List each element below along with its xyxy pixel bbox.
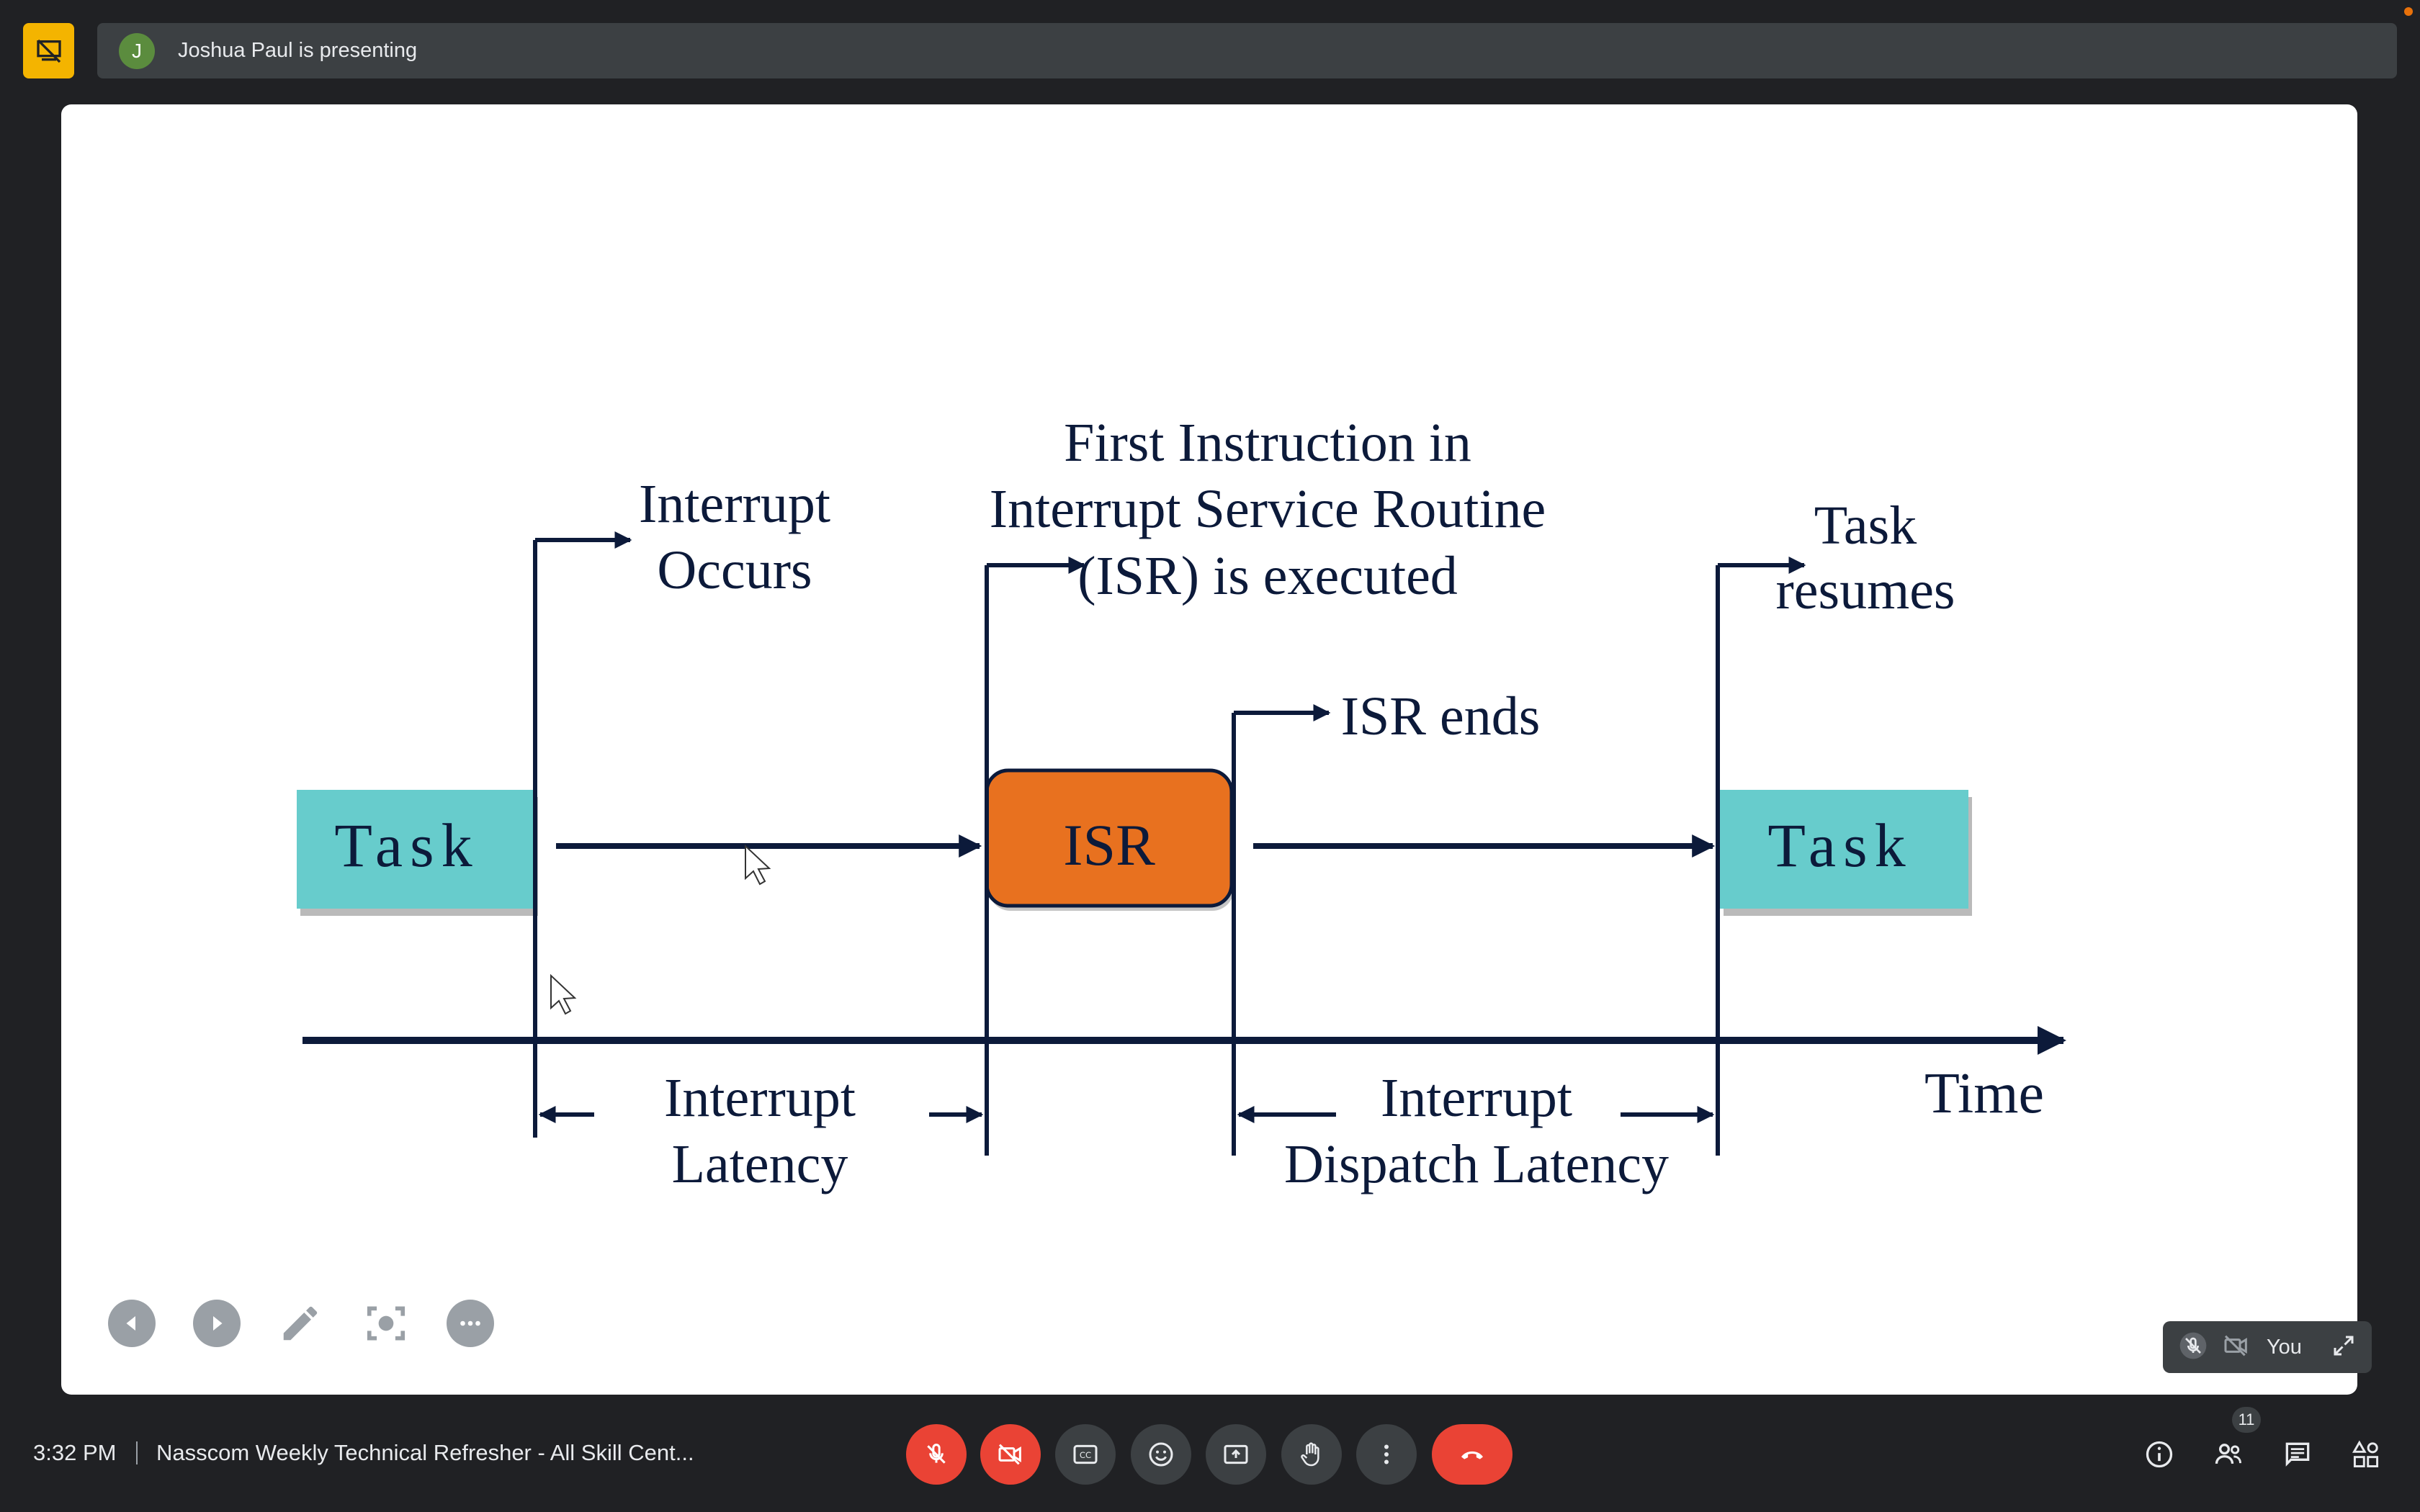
captions-button[interactable]: CC xyxy=(1055,1424,1116,1485)
present-screen-icon xyxy=(1224,1444,1248,1464)
presenter-avatar: J xyxy=(119,32,155,69)
interrupt-latency-label-2: Latency xyxy=(672,1134,848,1194)
first-instruction-label-3: (ISR) is executed xyxy=(1077,546,1458,606)
camera-off-icon xyxy=(2220,1331,2252,1364)
mouse-cursor-icon xyxy=(745,844,771,886)
closed-captions-icon: CC xyxy=(1073,1444,1098,1464)
expand-icon[interactable] xyxy=(2331,1333,2357,1362)
mic-off-icon xyxy=(2179,1331,2208,1364)
present-screen-button[interactable] xyxy=(1206,1424,1266,1485)
chat-icon xyxy=(2285,1442,2310,1467)
focus-icon xyxy=(367,1306,405,1341)
svg-text:CC: CC xyxy=(1080,1450,1091,1460)
mic-off-icon xyxy=(927,1444,946,1464)
camera-toggle-button[interactable] xyxy=(980,1424,1041,1485)
self-view-label: You xyxy=(2267,1335,2302,1359)
dispatch-latency-label-1: Interrupt xyxy=(1381,1068,1572,1128)
shared-slide: Task ISR Task Time Interrupt Occurs Firs… xyxy=(61,104,2357,1395)
pen-icon xyxy=(283,1306,318,1341)
end-call-icon xyxy=(1461,1451,1483,1459)
raise-hand-button[interactable] xyxy=(1281,1424,1342,1485)
first-instruction-label-2: Interrupt Service Routine xyxy=(990,479,1546,539)
previous-slide-icon xyxy=(126,1316,135,1331)
meeting-details-button[interactable] xyxy=(2138,1433,2181,1476)
more-options-button[interactable] xyxy=(1356,1424,1417,1485)
task-resumes-label-2: resumes xyxy=(1775,560,1955,621)
interrupt-occurs-label-2: Occurs xyxy=(657,540,812,600)
vertical-more-icon xyxy=(1384,1444,1389,1464)
camera-off-icon xyxy=(998,1444,1021,1465)
focus-button[interactable] xyxy=(362,1300,410,1347)
meeting-title: Nasscom Weekly Technical Refresher - All… xyxy=(156,1440,694,1465)
info-icon xyxy=(2146,1441,2173,1468)
activity-indicator-dot xyxy=(2404,7,2413,16)
people-icon xyxy=(2215,1444,2241,1464)
mouse-cursor-icon xyxy=(550,973,577,1015)
task-resumes-label-1: Task xyxy=(1814,495,1917,556)
next-slide-icon xyxy=(213,1316,223,1331)
interrupt-occurs-label-1: Interrupt xyxy=(639,474,830,534)
leave-call-button[interactable] xyxy=(1432,1424,1512,1485)
people-button[interactable] xyxy=(2207,1433,2250,1476)
interrupt-latency-diagram: Task ISR Task Time Interrupt Occurs Firs… xyxy=(297,413,2066,1194)
right-task-box xyxy=(1720,790,1968,909)
presenter-status-text: Joshua Paul is presenting xyxy=(178,39,418,62)
previous-slide-button[interactable] xyxy=(108,1300,156,1347)
isr-ends-label: ISR ends xyxy=(1341,686,1541,747)
presenter-banner: J Joshua Paul is presenting xyxy=(97,23,2397,78)
activities-button[interactable] xyxy=(2344,1433,2388,1476)
participants-count-badge: 11 xyxy=(2232,1407,2261,1433)
presentation-status-icon[interactable] xyxy=(23,23,74,78)
next-slide-button[interactable] xyxy=(193,1300,241,1347)
raise-hand-icon xyxy=(1301,1442,1319,1467)
left-task-box xyxy=(297,790,534,909)
left-task-label: Task xyxy=(334,811,479,880)
time-axis-label: Time xyxy=(1924,1062,2044,1125)
meeting-clock: 3:32 PM xyxy=(33,1440,117,1465)
dispatch-latency-label-2: Dispatch Latency xyxy=(1284,1134,1669,1194)
first-instruction-label-1: First Instruction in xyxy=(1064,413,1471,473)
self-view-tile[interactable]: You xyxy=(2163,1321,2372,1373)
more-options-button[interactable] xyxy=(447,1300,494,1347)
right-task-label: Task xyxy=(1767,811,1912,880)
chat-button[interactable] xyxy=(2276,1433,2319,1476)
emoji-icon xyxy=(1149,1442,1173,1467)
divider xyxy=(136,1441,138,1464)
reactions-button[interactable] xyxy=(1131,1424,1191,1485)
interrupt-latency-label-1: Interrupt xyxy=(664,1068,856,1128)
activities-icon xyxy=(2352,1440,2379,1467)
pen-button[interactable] xyxy=(277,1300,324,1347)
microphone-toggle-button[interactable] xyxy=(906,1424,967,1485)
stop-presenting-icon xyxy=(36,39,61,63)
more-options-icon xyxy=(460,1320,480,1326)
isr-box-label: ISR xyxy=(1063,812,1155,878)
